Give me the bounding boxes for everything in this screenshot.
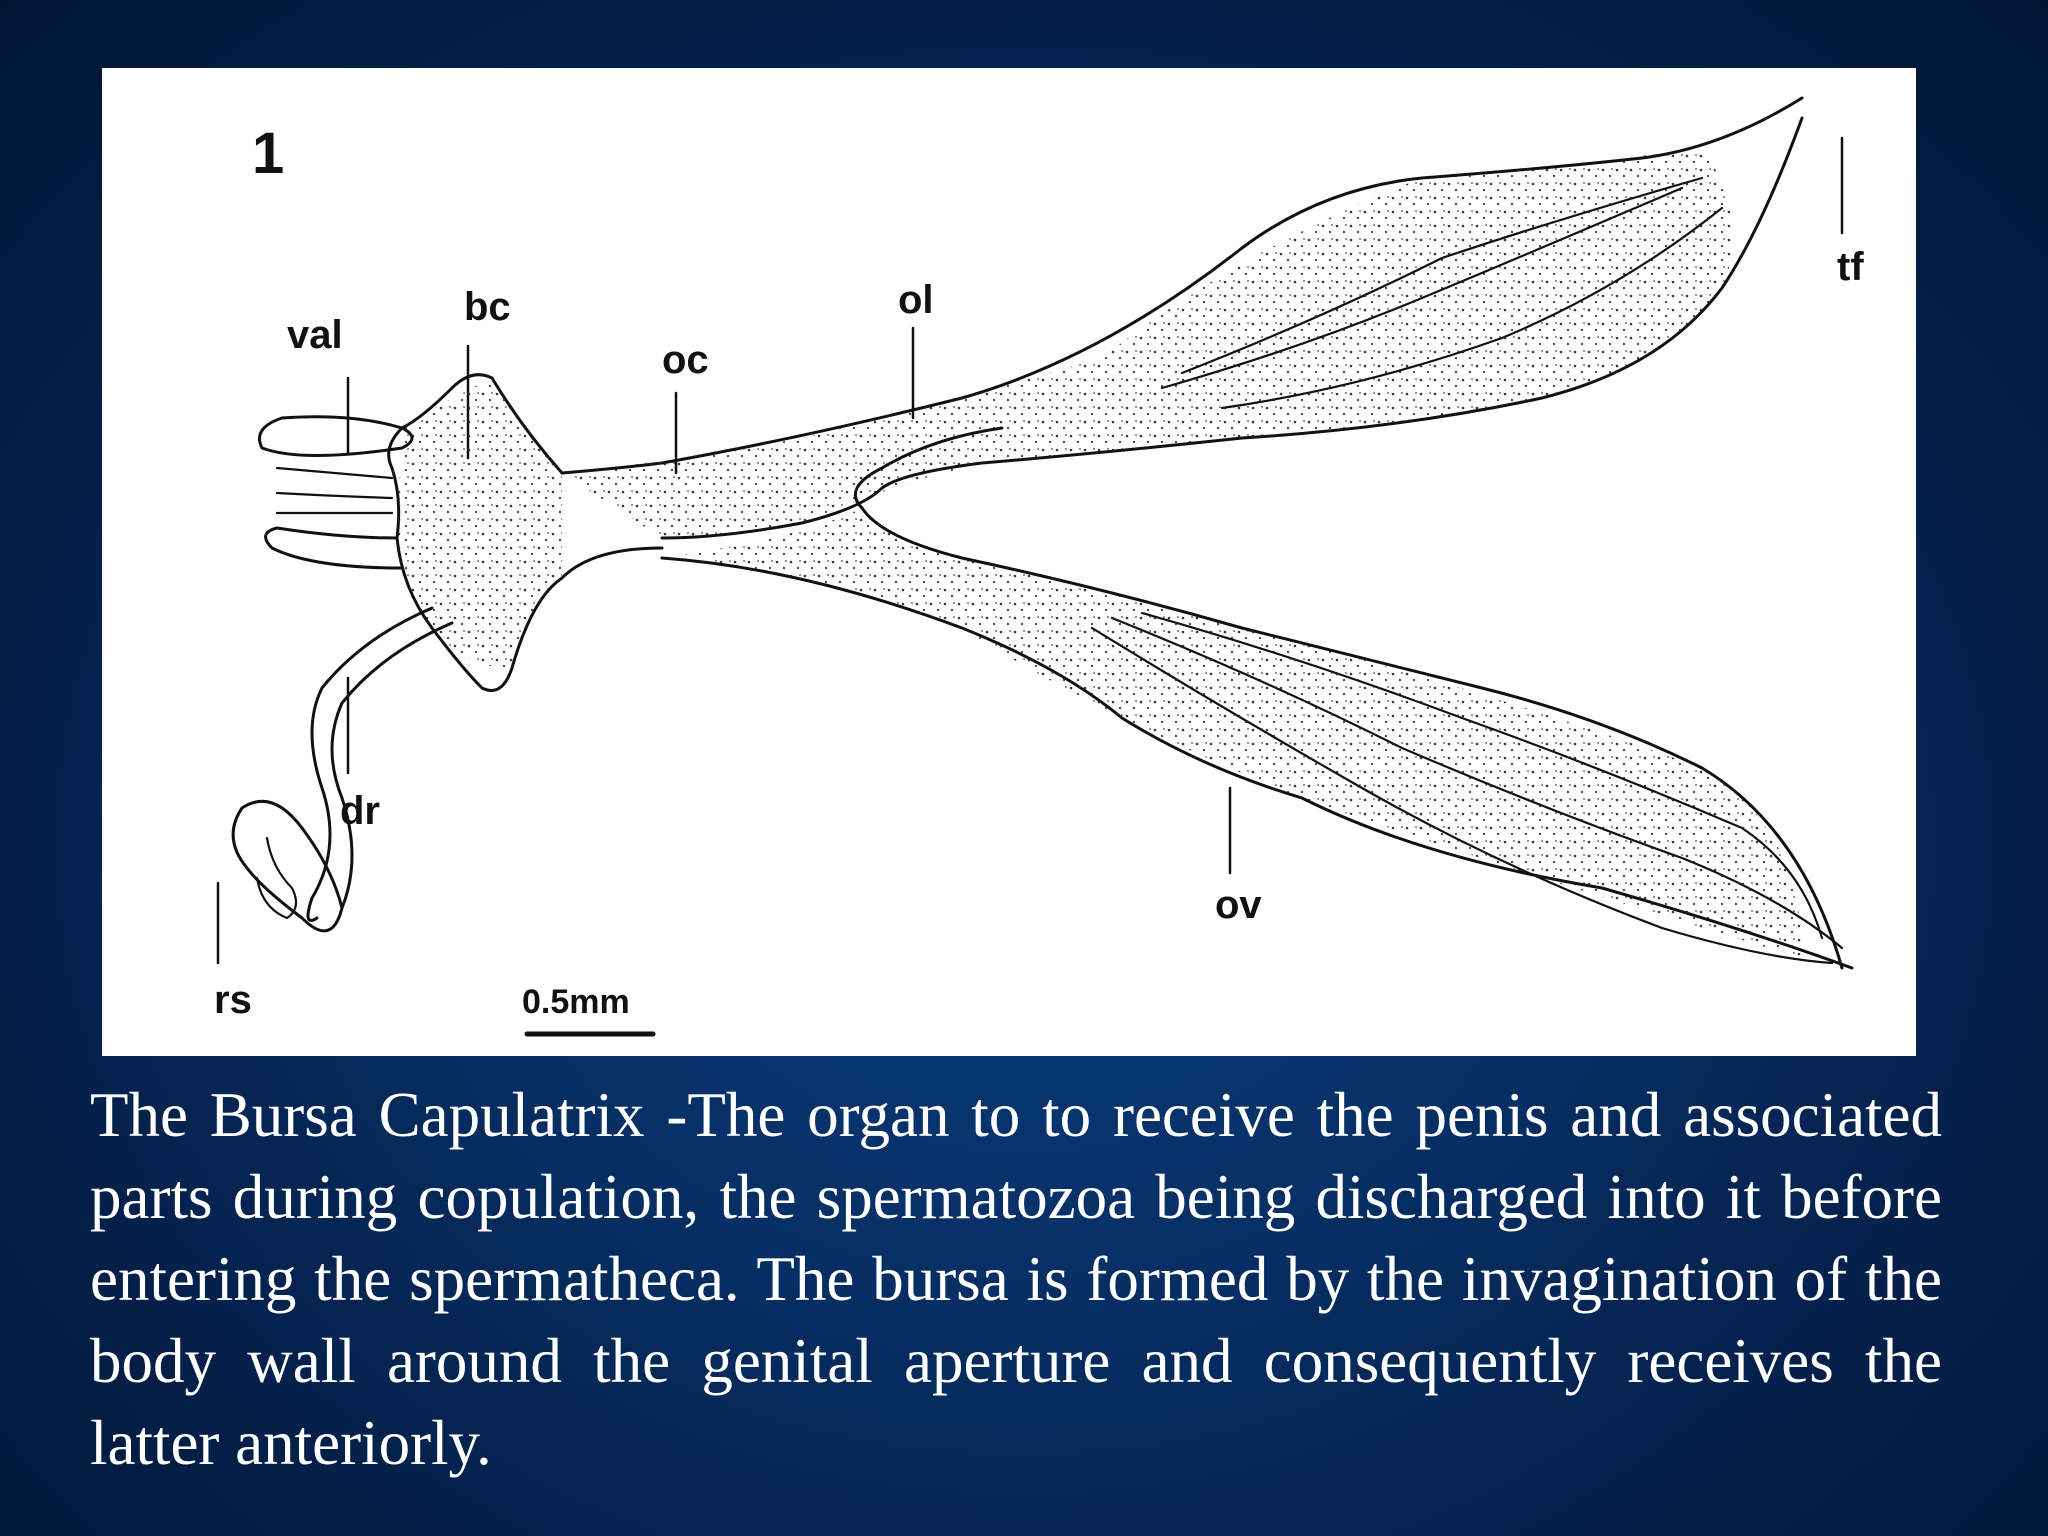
bursa-copulatrix-diagram: 1 val bc oc ol tf dr ov rs 0.5mm — [214, 96, 1864, 1037]
label-bc: bc — [464, 285, 511, 329]
diagram-panel: 1 val bc oc ol tf dr ov rs 0.5mm — [102, 68, 1916, 1056]
label-rs: rs — [214, 978, 252, 1022]
valve — [258, 415, 414, 457]
figure-number: 1 — [252, 121, 284, 186]
scale-bar-label: 0.5mm — [522, 983, 630, 1021]
label-val: val — [287, 313, 343, 357]
label-ol: ol — [898, 278, 934, 322]
label-oc: oc — [662, 338, 709, 382]
label-dr: dr — [340, 789, 380, 833]
label-ov: ov — [1215, 883, 1262, 927]
label-tf: tf — [1837, 245, 1864, 289]
ductus — [306, 606, 434, 922]
receptaculum-seminis — [231, 799, 344, 933]
caption-text: The Bursa Capulatrix -The organ to to re… — [90, 1080, 1942, 1478]
